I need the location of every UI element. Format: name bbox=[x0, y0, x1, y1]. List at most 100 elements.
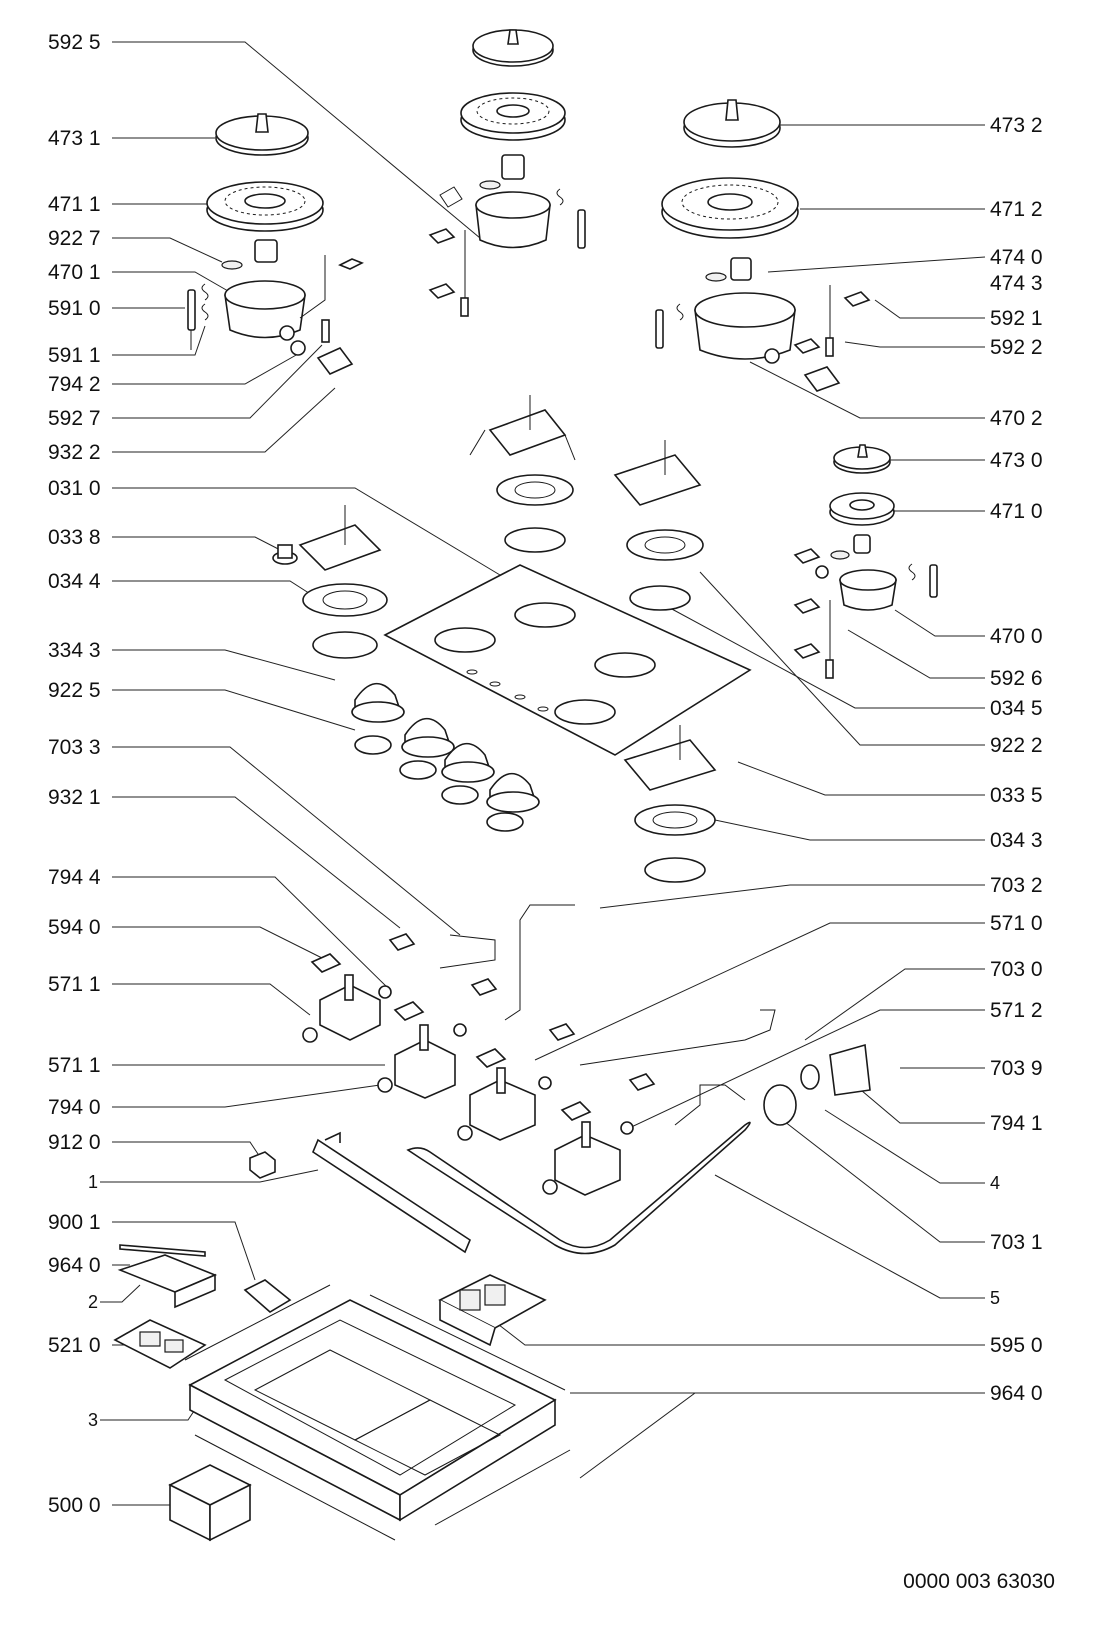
label-932-1: 932 1 bbox=[48, 786, 101, 809]
burner-crown-large-right bbox=[661, 177, 799, 239]
label-571-1-b: 571 1 bbox=[48, 1054, 101, 1077]
clip-left bbox=[316, 347, 354, 375]
gas-manifold bbox=[406, 1121, 751, 1255]
label-964-0-right: 964 0 bbox=[990, 1382, 1043, 1405]
label-571-2: 571 2 bbox=[990, 999, 1043, 1022]
label-591-0: 591 0 bbox=[48, 297, 101, 320]
document-number: 0000 003 63030 bbox=[903, 1570, 1055, 1593]
mounting-rail bbox=[312, 1131, 471, 1254]
label-471-0: 471 0 bbox=[990, 500, 1043, 523]
label-034-5: 034 5 bbox=[990, 697, 1043, 720]
knob-bezels bbox=[354, 735, 524, 832]
burner-body-large-right bbox=[655, 257, 871, 392]
pan-support-left bbox=[298, 505, 382, 571]
label-594-0: 594 0 bbox=[48, 916, 101, 939]
burner-crown-left bbox=[206, 181, 324, 232]
pan-support-center bbox=[469, 395, 576, 461]
callout-labels-right: 473 2 471 2 474 0 474 3 592 1 592 2 470 … bbox=[990, 114, 1043, 1405]
label-334-3: 334 3 bbox=[48, 639, 101, 662]
thermocouple-left bbox=[299, 255, 364, 343]
callout-labels-left: 592 5 473 1 471 1 922 7 470 1 591 0 591 … bbox=[48, 31, 101, 1517]
label-470-0: 470 0 bbox=[990, 625, 1043, 648]
label-964-0-left: 964 0 bbox=[48, 1254, 101, 1277]
burner-cap-small-left bbox=[215, 113, 309, 156]
label-794-4: 794 4 bbox=[48, 866, 101, 889]
burner-cap-center bbox=[472, 29, 554, 67]
label-473-0: 473 0 bbox=[990, 449, 1043, 472]
label-794-1: 794 1 bbox=[990, 1112, 1043, 1135]
label-2: 2 bbox=[88, 1292, 98, 1312]
nozzle-left bbox=[221, 239, 278, 270]
label-703-3: 703 3 bbox=[48, 736, 101, 759]
washer-left bbox=[290, 340, 306, 356]
label-592-7: 592 7 bbox=[48, 407, 101, 430]
label-473-2: 473 2 bbox=[990, 114, 1043, 137]
label-471-2: 471 2 bbox=[990, 198, 1043, 221]
label-474-0: 474 0 bbox=[990, 246, 1043, 269]
label-900-1: 900 1 bbox=[48, 1211, 101, 1234]
label-592-5-top: 592 5 bbox=[48, 31, 101, 54]
burner-crown-small-right bbox=[829, 492, 895, 526]
bolt bbox=[249, 1151, 276, 1179]
label-592-6: 592 6 bbox=[990, 667, 1043, 690]
control-knobs bbox=[351, 682, 540, 813]
igniter-unit bbox=[438, 1274, 547, 1347]
label-703-9: 703 9 bbox=[990, 1057, 1043, 1080]
ignition-switches bbox=[310, 933, 656, 1121]
spacer-foot bbox=[272, 544, 298, 565]
label-500-0: 500 0 bbox=[48, 1494, 101, 1517]
gas-pipes bbox=[439, 904, 776, 1126]
label-470-1: 470 1 bbox=[48, 261, 101, 284]
label-034-3: 034 3 bbox=[990, 829, 1043, 852]
burner-body-center bbox=[428, 154, 586, 317]
circuit-board bbox=[113, 1319, 207, 1369]
hob-top-plate bbox=[383, 564, 752, 756]
label-4: 4 bbox=[990, 1173, 1000, 1193]
label-1: 1 bbox=[88, 1172, 98, 1192]
label-595-0: 595 0 bbox=[990, 1334, 1043, 1357]
electrode-left bbox=[187, 283, 209, 350]
label-031-0: 031 0 bbox=[48, 477, 101, 500]
label-470-2: 470 2 bbox=[990, 407, 1043, 430]
label-912-0: 912 0 bbox=[48, 1131, 101, 1154]
label-571-1-a: 571 1 bbox=[48, 973, 101, 996]
burner-crown-center bbox=[460, 92, 566, 141]
label-592-1: 592 1 bbox=[990, 307, 1043, 330]
label-033-5: 033 5 bbox=[990, 784, 1043, 807]
label-591-1: 591 1 bbox=[48, 344, 101, 367]
label-703-1: 703 1 bbox=[990, 1231, 1043, 1254]
cover-strip bbox=[119, 1244, 206, 1257]
label-033-8: 033 8 bbox=[48, 526, 101, 549]
burner-body-small-right bbox=[793, 534, 938, 679]
label-922-7: 922 7 bbox=[48, 227, 101, 250]
label-703-2: 703 2 bbox=[990, 874, 1043, 897]
label-922-5: 922 5 bbox=[48, 679, 101, 702]
pan-support-right bbox=[613, 440, 702, 506]
junction-box bbox=[168, 1464, 252, 1542]
burner-body-left bbox=[224, 280, 306, 341]
inlet-connector bbox=[763, 1043, 871, 1126]
burner-cap-large-right bbox=[683, 99, 781, 148]
label-592-2: 592 2 bbox=[990, 336, 1043, 359]
burner-cap-small-right bbox=[833, 444, 891, 474]
base-tray bbox=[188, 1299, 557, 1522]
label-794-0: 794 0 bbox=[48, 1096, 101, 1119]
label-5: 5 bbox=[990, 1288, 1000, 1308]
pan-support-front-right bbox=[623, 725, 717, 791]
label-932-2: 932 2 bbox=[48, 441, 101, 464]
sealing-strips bbox=[184, 1284, 571, 1541]
label-474-3: 474 3 bbox=[990, 272, 1043, 295]
label-473-1: 473 1 bbox=[48, 127, 101, 150]
label-034-4: 034 4 bbox=[48, 570, 101, 593]
label-471-1: 471 1 bbox=[48, 193, 101, 216]
burner-rings bbox=[302, 474, 716, 883]
label-794-2: 794 2 bbox=[48, 373, 101, 396]
gas-taps bbox=[302, 974, 634, 1196]
label-521-0: 521 0 bbox=[48, 1334, 101, 1357]
relay-module bbox=[243, 1279, 292, 1313]
label-571-0: 571 0 bbox=[990, 912, 1043, 935]
label-922-2: 922 2 bbox=[990, 734, 1043, 757]
label-703-0: 703 0 bbox=[990, 958, 1043, 981]
cover-plate bbox=[117, 1254, 218, 1309]
